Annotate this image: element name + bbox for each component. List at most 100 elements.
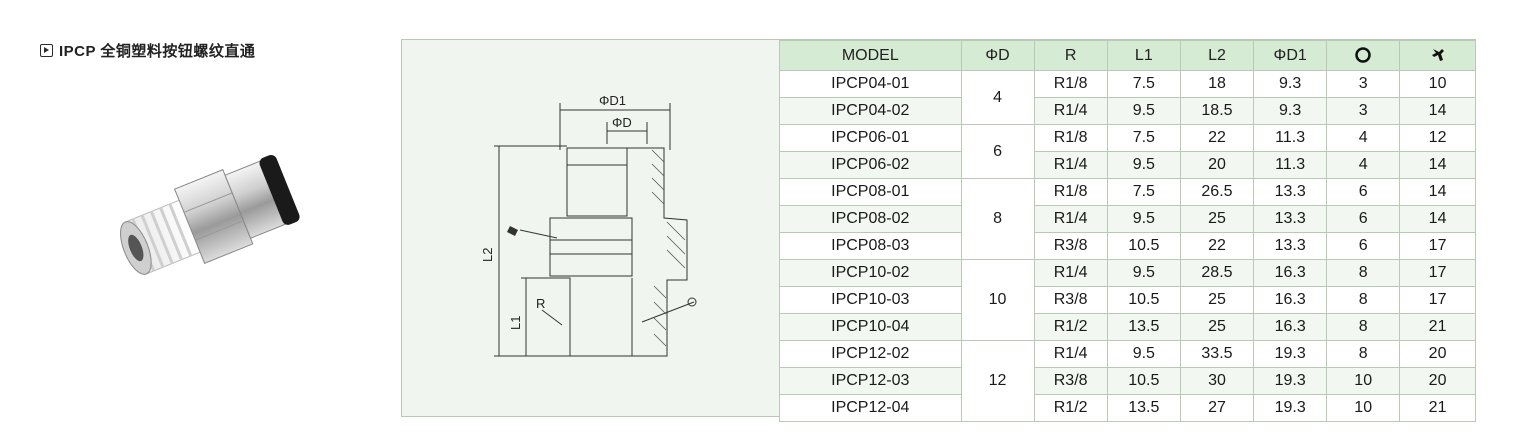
cell-l2: 25 [1179, 205, 1255, 233]
cell-w: 14 [1399, 178, 1476, 206]
cell-d1: 19.3 [1253, 340, 1328, 368]
cell-model: IPCP04-02 [779, 97, 962, 125]
cell-o: 8 [1326, 313, 1401, 341]
cell-r: R1/2 [1033, 313, 1108, 341]
cell-l1: 10.5 [1106, 286, 1181, 314]
cell-w: 21 [1399, 313, 1476, 341]
technical-drawing: ΦD1 ΦD L2 L1 R [480, 93, 697, 357]
cell-o: 6 [1326, 205, 1401, 233]
cell-model: IPCP12-03 [779, 367, 962, 395]
cell-o: 10 [1326, 394, 1401, 422]
cell-r: R1/2 [1033, 394, 1108, 422]
cell-l1: 10.5 [1106, 367, 1181, 395]
cell-d1: 19.3 [1253, 367, 1328, 395]
cell-w: 10 [1399, 70, 1476, 98]
table-header-row: MODEL ΦD R L1 L2 ΦD1 [779, 40, 1476, 71]
cell-model: IPCP08-03 [779, 232, 962, 260]
cell-o: 4 [1326, 151, 1401, 179]
cell-o: 6 [1326, 232, 1401, 260]
cell-d: 8 [960, 178, 1035, 260]
cell-l1: 7.5 [1106, 124, 1181, 152]
cell-model: IPCP12-04 [779, 394, 962, 422]
cell-o: 10 [1326, 367, 1401, 395]
cell-r: R1/4 [1033, 151, 1108, 179]
cell-model: IPCP10-03 [779, 286, 962, 314]
cell-model: IPCP10-04 [779, 313, 962, 341]
cell-l2: 18 [1179, 70, 1255, 98]
label-l1: L1 [508, 316, 523, 330]
cell-l1: 9.5 [1106, 151, 1181, 179]
cell-d1: 11.3 [1253, 151, 1328, 179]
cell-model: IPCP10-02 [779, 259, 962, 287]
cell-o: 8 [1326, 286, 1401, 314]
cell-d: 10 [960, 259, 1035, 341]
cell-d1: 16.3 [1253, 313, 1328, 341]
cell-l2: 25 [1179, 313, 1255, 341]
cell-w: 17 [1399, 259, 1476, 287]
cell-r: R1/8 [1033, 70, 1108, 98]
wrench-icon [1431, 49, 1444, 62]
cell-w: 20 [1399, 340, 1476, 368]
cell-r: R1/8 [1033, 124, 1108, 152]
wrench-icon [507, 226, 518, 236]
header-r: R [1033, 40, 1108, 71]
cell-d1: 13.3 [1253, 232, 1328, 260]
cell-l1: 9.5 [1106, 340, 1181, 368]
cell-l2: 26.5 [1179, 178, 1255, 206]
cell-w: 17 [1399, 232, 1476, 260]
cell-d1: 13.3 [1253, 178, 1328, 206]
cell-d: 12 [960, 340, 1035, 422]
cell-model: IPCP06-02 [779, 151, 962, 179]
cell-r: R1/4 [1033, 205, 1108, 233]
product-title-text: IPCP 全铜塑料按钮螺纹直通 [59, 43, 256, 60]
product-photo [120, 154, 300, 275]
cell-l2: 22 [1179, 124, 1255, 152]
cell-o: 3 [1326, 97, 1401, 125]
header-model: MODEL [779, 40, 962, 71]
cell-w: 20 [1399, 367, 1476, 395]
cell-l1: 9.5 [1106, 97, 1181, 125]
cell-l2: 28.5 [1179, 259, 1255, 287]
cell-o: 4 [1326, 124, 1401, 152]
cell-d1: 9.3 [1253, 70, 1328, 98]
cell-l2: 18.5 [1179, 97, 1255, 125]
cell-r: R1/8 [1033, 178, 1108, 206]
o-ring-icon [1355, 47, 1371, 64]
cell-w: 14 [1399, 97, 1476, 125]
cell-l2: 33.5 [1179, 340, 1255, 368]
cell-model: IPCP08-02 [779, 205, 962, 233]
header-l1: L1 [1106, 40, 1181, 71]
cell-r: R3/8 [1033, 286, 1108, 314]
cell-r: R3/8 [1033, 232, 1108, 260]
header-d: ΦD [960, 40, 1035, 71]
cell-w: 17 [1399, 286, 1476, 314]
cell-l1: 9.5 [1106, 259, 1181, 287]
cell-d: 4 [960, 70, 1035, 125]
cell-d1: 16.3 [1253, 286, 1328, 314]
cell-w: 14 [1399, 205, 1476, 233]
cell-d1: 9.3 [1253, 97, 1328, 125]
header-o-ring [1326, 40, 1401, 71]
cell-r: R3/8 [1033, 367, 1108, 395]
cell-l1: 7.5 [1106, 178, 1181, 206]
product-title: IPCP 全铜塑料按钮螺纹直通 [40, 40, 255, 61]
cell-o: 3 [1326, 70, 1401, 98]
cell-o: 8 [1326, 259, 1401, 287]
cell-l1: 13.5 [1106, 313, 1181, 341]
cell-r: R1/4 [1033, 340, 1108, 368]
cell-r: R1/4 [1033, 259, 1108, 287]
cell-l2: 30 [1179, 367, 1255, 395]
cell-w: 12 [1399, 124, 1476, 152]
header-d1: ΦD1 [1253, 40, 1328, 71]
cell-l1: 9.5 [1106, 205, 1181, 233]
cell-d1: 16.3 [1253, 259, 1328, 287]
header-l2: L2 [1179, 40, 1255, 71]
